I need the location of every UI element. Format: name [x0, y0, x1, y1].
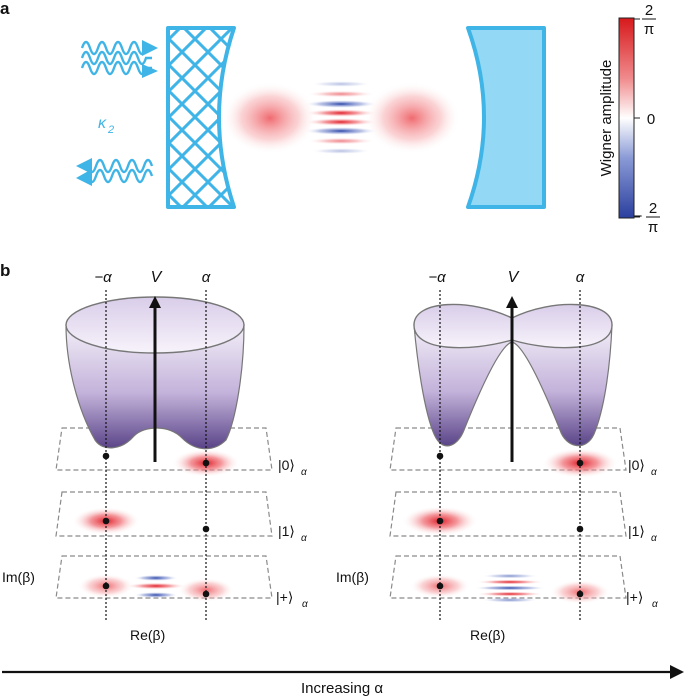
colorbar-top-numerator: 2 [645, 2, 653, 19]
right-ket-1: |1⟩ [628, 523, 645, 539]
colorbar-bottom-denominator: π [648, 219, 658, 236]
right-dots [436, 452, 584, 598]
left-ket-1: |1⟩ [278, 523, 295, 539]
right-ket-1-sub: α [651, 533, 657, 544]
left-re-beta: Re(β) [130, 627, 165, 643]
right-ket-plus: |+⟩ [626, 589, 643, 605]
left-minus-alpha: −α [94, 269, 112, 286]
right-v-label: V [508, 269, 520, 286]
left-ket-0: |0⟩ [278, 457, 295, 473]
right-plane-plus-blob [410, 573, 610, 604]
left-ket-plus: |+⟩ [276, 589, 293, 605]
left-ket-1-sub: α [301, 533, 307, 544]
left-ket-0-sub: α [301, 467, 307, 478]
right-mirror [466, 26, 546, 209]
colorbar-mid-label: 0 [647, 111, 655, 128]
right-alpha: α [576, 269, 585, 286]
right-ket-0: |0⟩ [628, 457, 645, 473]
left-im-beta: Im(β) [2, 569, 35, 585]
kappa-subscript: 2 [107, 124, 114, 136]
left-ket-plus-sub: α [302, 599, 308, 610]
panel-b-label: b [0, 261, 10, 280]
right-minus-alpha: −α [428, 269, 446, 286]
left-v-label: V [151, 269, 163, 286]
colorbar-bottom-sign: − [634, 208, 643, 225]
left-dots [102, 452, 210, 598]
incoming-wave [80, 40, 158, 78]
colorbar-title: Wigner amplitude [598, 60, 615, 177]
kappa-label: κ [98, 115, 107, 132]
right-ket-plus-sub: α [652, 599, 658, 610]
right-ket-0-sub: α [651, 467, 657, 478]
colorbar-bottom-numerator: 2 [649, 200, 657, 217]
increasing-alpha-label: Increasing α [301, 680, 383, 697]
left-mirror [166, 26, 236, 209]
outgoing-wave [76, 158, 154, 186]
right-re-beta: Re(β) [470, 627, 505, 643]
increasing-alpha-arrowhead [670, 665, 684, 679]
right-im-beta: Im(β) [336, 569, 369, 585]
left-plane-plus-blob [78, 574, 234, 602]
panel-a-label: a [0, 0, 10, 18]
colorbar-top-denominator: π [644, 21, 654, 38]
colorbar [618, 17, 640, 219]
left-alpha: α [202, 269, 211, 286]
wigner-cat-state [222, 81, 460, 154]
